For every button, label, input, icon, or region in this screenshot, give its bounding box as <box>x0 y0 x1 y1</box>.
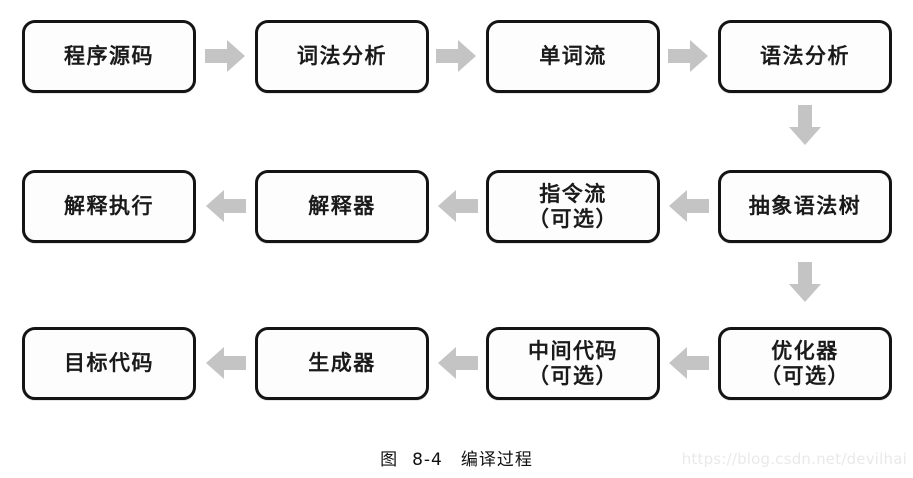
node-instruction-stream[interactable]: 指令流 （可选） <box>486 170 660 243</box>
node-interpreter[interactable]: 解释器 <box>255 170 429 243</box>
arrow-left-icon <box>436 345 480 381</box>
node-label: 优化器 （可选） <box>760 338 850 388</box>
node-target-code[interactable]: 目标代码 <box>22 327 196 400</box>
caption-prefix: 图 <box>380 450 399 470</box>
caption-title: 编译过程 <box>460 450 533 470</box>
node-interpret-execute[interactable]: 解释执行 <box>22 170 196 243</box>
node-lexical-analysis[interactable]: 词法分析 <box>255 20 429 93</box>
node-label: 语法分析 <box>760 44 850 69</box>
node-generator[interactable]: 生成器 <box>255 327 429 400</box>
arrow-down-icon <box>787 260 823 304</box>
arrow-left-icon <box>204 345 248 381</box>
node-label: 生成器 <box>308 351 376 376</box>
node-intermediate-code[interactable]: 中间代码 （可选） <box>486 327 660 400</box>
node-optimizer[interactable]: 优化器 （可选） <box>718 327 892 400</box>
arrow-left-icon <box>667 188 711 224</box>
node-label: 程序源码 <box>64 44 154 69</box>
node-label: 中间代码 （可选） <box>528 338 618 388</box>
node-label: 指令流 （可选） <box>528 181 618 231</box>
node-syntax-analysis[interactable]: 语法分析 <box>718 20 892 93</box>
caption-number: 8-4 <box>412 450 443 470</box>
arrow-left-icon <box>204 188 248 224</box>
arrow-right-icon <box>203 38 247 74</box>
arrow-left-icon <box>436 188 480 224</box>
node-label: 目标代码 <box>64 351 154 376</box>
node-source-code[interactable]: 程序源码 <box>22 20 196 93</box>
node-token-stream[interactable]: 单词流 <box>486 20 660 93</box>
node-label: 解释执行 <box>64 194 154 219</box>
node-abstract-syntax-tree[interactable]: 抽象语法树 <box>718 170 892 243</box>
node-label: 单词流 <box>539 44 607 69</box>
arrow-right-icon <box>666 38 710 74</box>
node-label: 解释器 <box>308 194 376 219</box>
node-label: 词法分析 <box>297 44 387 69</box>
node-label: 抽象语法树 <box>748 194 862 219</box>
arrow-left-icon <box>667 345 711 381</box>
figure-caption: 图 8-4 编译过程 <box>0 445 913 470</box>
arrow-down-icon <box>787 103 823 147</box>
arrow-right-icon <box>434 38 478 74</box>
watermark-url: https://blog.csdn.net/devilhai <box>681 450 907 468</box>
